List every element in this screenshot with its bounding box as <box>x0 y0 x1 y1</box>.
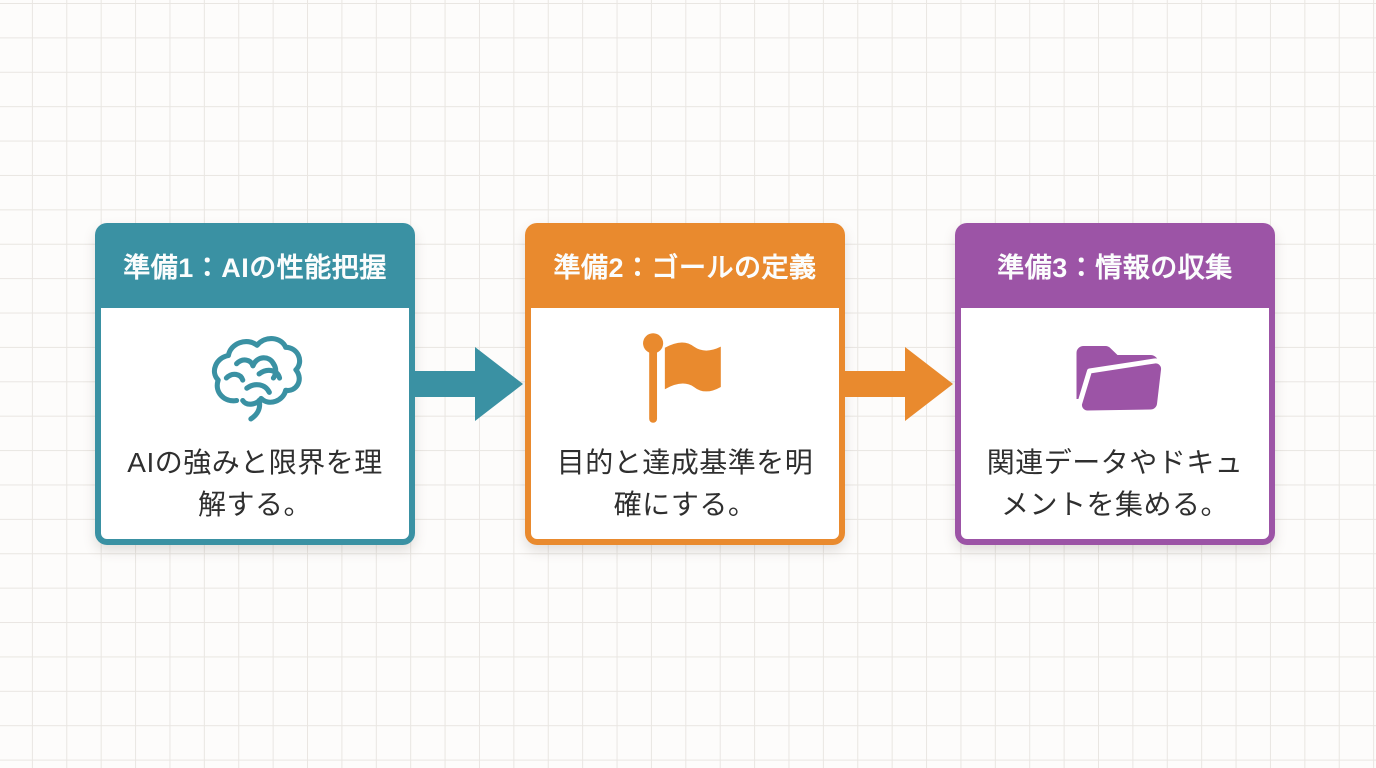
flag-icon <box>640 330 730 426</box>
step-card-2: 準備2：ゴールの定義 目的と達成基準を明確にする。 <box>525 223 845 545</box>
step-2-title: 準備2：ゴールの定義 <box>553 253 817 283</box>
step-2-header: 準備2：ゴールの定義 <box>525 223 845 308</box>
folder-icon <box>1062 330 1168 426</box>
step-2-description: 目的と達成基準を明確にする。 <box>556 447 814 520</box>
brain-icon <box>205 330 305 426</box>
step-1-header: 準備1：AIの性能把握 <box>95 223 415 308</box>
arrow-1 <box>415 223 525 545</box>
step-2-body: 目的と達成基準を明確にする。 <box>525 308 845 545</box>
step-3-title: 準備3：情報の収集 <box>997 253 1233 283</box>
right-arrow-icon <box>415 347 523 421</box>
step-3-body: 関連データやドキュメントを集める。 <box>955 308 1275 545</box>
step-3-description: 関連データやドキュメントを集める。 <box>986 447 1244 520</box>
step-card-3: 準備3：情報の収集 関連データやドキュメントを集める。 <box>955 223 1275 545</box>
process-flow: 準備1：AIの性能把握 AIの強みと限界を理解する。 <box>95 223 1275 545</box>
step-1-title: 準備1：AIの性能把握 <box>123 253 387 283</box>
arrow-2 <box>845 223 955 545</box>
step-1-description: AIの強みと限界を理解する。 <box>127 447 383 520</box>
step-1-body: AIの強みと限界を理解する。 <box>95 308 415 545</box>
step-card-1: 準備1：AIの性能把握 AIの強みと限界を理解する。 <box>95 223 415 545</box>
step-3-header: 準備3：情報の収集 <box>955 223 1275 308</box>
right-arrow-icon <box>845 347 953 421</box>
